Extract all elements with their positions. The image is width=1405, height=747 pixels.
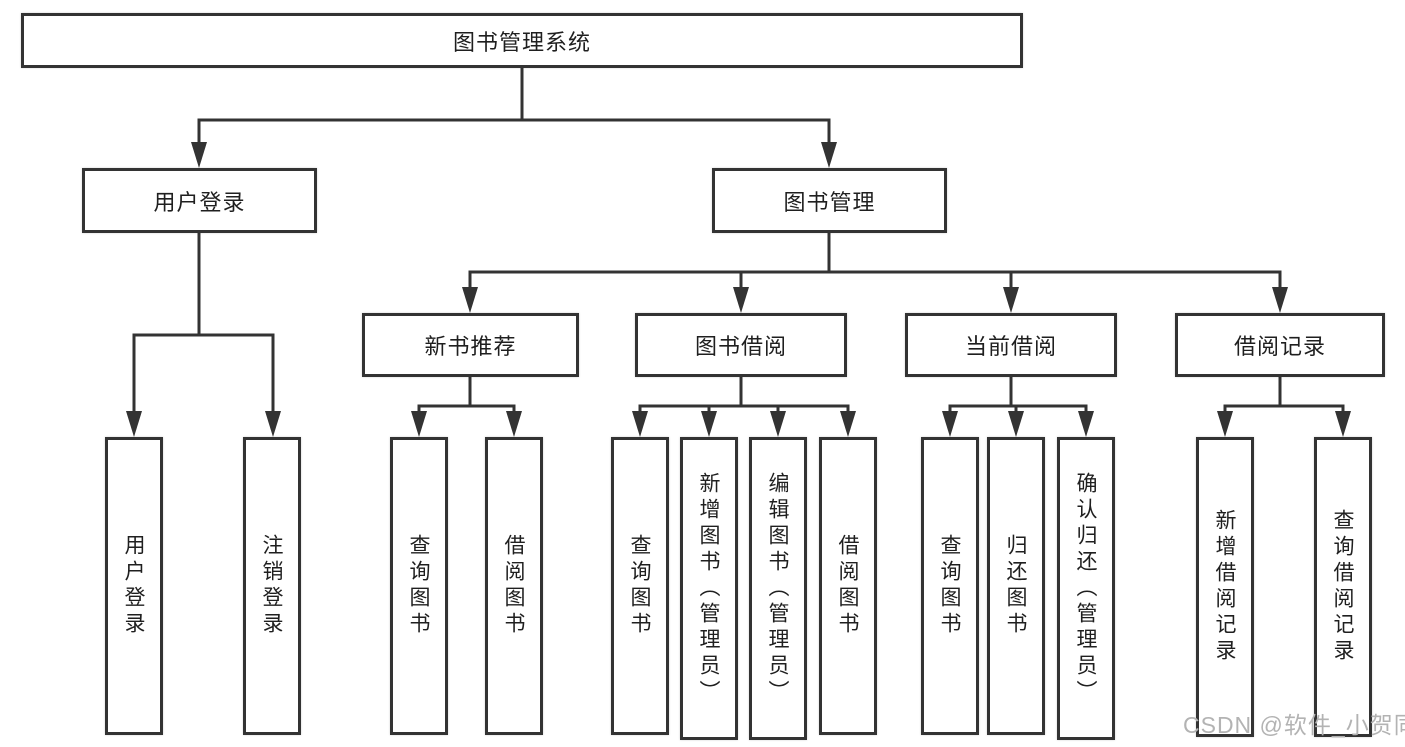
csdn-watermark: CSDN @软件_小贺同学 (1183, 712, 1405, 738)
node-new-book-recommend: 新书推荐 (362, 313, 579, 377)
leaf-query-borrow-record: 查询借阅记录 (1314, 437, 1372, 737)
node-root: 图书管理系统 (21, 13, 1023, 68)
leaf-edit-book-admin: 编辑图书（管理员） (749, 437, 807, 740)
leaf-query-books-borrow: 查询图书 (611, 437, 669, 735)
leaf-logout: 注销登录 (243, 437, 301, 735)
leaf-query-books-current: 查询图书 (921, 437, 979, 735)
leaf-borrow-books-recommend: 借阅图书 (485, 437, 543, 735)
leaf-query-books-recommend: 查询图书 (390, 437, 448, 735)
leaf-confirm-return-admin: 确认归还（管理员） (1057, 437, 1115, 740)
node-user-login: 用户登录 (82, 168, 317, 233)
node-current-borrow: 当前借阅 (905, 313, 1117, 377)
leaf-add-borrow-record: 新增借阅记录 (1196, 437, 1254, 737)
node-book-management: 图书管理 (712, 168, 947, 233)
leaf-borrow-books: 借阅图书 (819, 437, 877, 735)
leaf-add-book-admin: 新增图书（管理员） (680, 437, 738, 740)
leaf-user-login: 用户登录 (105, 437, 163, 735)
node-book-borrow: 图书借阅 (635, 313, 847, 377)
leaf-return-book: 归还图书 (987, 437, 1045, 735)
node-borrow-records: 借阅记录 (1175, 313, 1385, 377)
